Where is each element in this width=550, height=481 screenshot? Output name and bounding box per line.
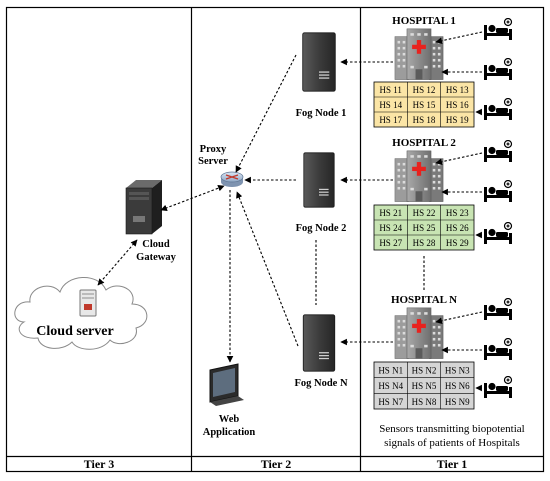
hospital-building-icon (394, 28, 444, 81)
outer-frame (5, 6, 545, 473)
patient-bed-icon (483, 338, 513, 361)
hs-21-cell: HS 21 (379, 208, 402, 218)
hs-18-cell: HS 18 (413, 115, 436, 125)
fog-node-2-icon (303, 152, 335, 208)
patient-bed-icon (483, 18, 513, 41)
hs-n4-cell: HS N4 (378, 381, 403, 391)
cloud-server-label: Cloud server (36, 324, 113, 339)
fog-node-1-icon (302, 32, 336, 92)
hospital-n-sensor-grid: HS N1 HS N2 HS N3 HS N4 HS N5 HS N6 HS N… (373, 361, 475, 410)
hs-25-cell: HS 25 (413, 223, 436, 233)
hospital-1-title: HOSPITAL 1 (392, 15, 456, 27)
hs-n9-cell: HS N9 (445, 397, 470, 407)
tier1-connectors (340, 31, 483, 392)
hs-17-cell: HS 17 (379, 115, 402, 125)
hs-14-cell: HS 14 (379, 100, 402, 110)
hs-n1-cell: HS N1 (378, 366, 403, 376)
patient-bed-icon (483, 58, 513, 81)
monitor-icon (209, 363, 244, 406)
web-app-label-line2: Application (203, 427, 256, 438)
fog-node-1-label: Fog Node 1 (296, 108, 347, 119)
hs-29-cell: HS 29 (446, 238, 469, 248)
patient-bed-icon (483, 98, 513, 121)
web-app-label-line1: Web (219, 414, 240, 425)
cloud-server-icon (79, 289, 97, 317)
hospital-2-title: HOSPITAL 2 (392, 137, 456, 149)
hs-22-cell: HS 22 (413, 208, 436, 218)
patient-bed-icon (483, 298, 513, 321)
tier2-connectors (97, 54, 317, 363)
fog-node-n-label: Fog Node N (294, 378, 347, 389)
hs-16-cell: HS 16 (446, 100, 469, 110)
hs-n5-cell: HS N5 (412, 381, 437, 391)
hs-24-cell: HS 24 (379, 223, 402, 233)
fog-node-n-icon (302, 314, 336, 372)
hs-27-cell: HS 27 (379, 238, 402, 248)
cloud-gateway-label-line2: Gateway (136, 252, 176, 263)
hs-n8-cell: HS N8 (412, 397, 437, 407)
hs-13-cell: HS 13 (446, 85, 469, 95)
hospital-2-sensor-grid: HS 21 HS 22 HS 23 HS 24 HS 25 HS 26 HS 2… (373, 204, 475, 251)
hospital-n-title: HOSPITAL N (391, 294, 457, 306)
hs-n2-cell: HS N2 (412, 366, 437, 376)
fog-node-2-label: Fog Node 2 (296, 223, 347, 234)
hospital-building-icon (394, 307, 444, 360)
hs-15-cell: HS 15 (413, 100, 436, 110)
hs-23-cell: HS 23 (446, 208, 469, 218)
patient-bed-icon (483, 140, 513, 163)
proxy-server-label-line1: Proxy (200, 144, 227, 155)
caption-line2: signals of patients of Hospitals (384, 437, 520, 449)
hs-n7-cell: HS N7 (378, 397, 403, 407)
patient-bed-icon (483, 222, 513, 245)
tier-1-label: Tier 1 (437, 457, 468, 471)
patient-bed-icon (483, 180, 513, 203)
caption-line1: Sensors transmitting biopotential (379, 423, 524, 435)
cloud-gateway-label-line1: Cloud (142, 239, 170, 250)
tier-3-label: Tier 3 (84, 457, 115, 471)
hs-11-cell: HS 11 (379, 85, 401, 95)
hs-19-cell: HS 19 (446, 115, 469, 125)
hospital-1-sensor-grid: HS 11 HS 12 HS 13 HS 14 HS 15 HS 16 HS 1… (373, 81, 475, 128)
router-icon (220, 171, 244, 187)
hs-n6-cell: HS N6 (445, 381, 470, 391)
hospital-building-icon (394, 150, 444, 203)
cloud-gateway-icon (125, 180, 162, 235)
hs-28-cell: HS 28 (413, 238, 436, 248)
hs-26-cell: HS 26 (446, 223, 469, 233)
hs-12-cell: HS 12 (413, 85, 436, 95)
proxy-server-label-line2: Server (198, 156, 228, 167)
patient-bed-icon (483, 376, 513, 399)
hs-n3-cell: HS N3 (445, 366, 470, 376)
tier-2-label: Tier 2 (261, 457, 292, 471)
